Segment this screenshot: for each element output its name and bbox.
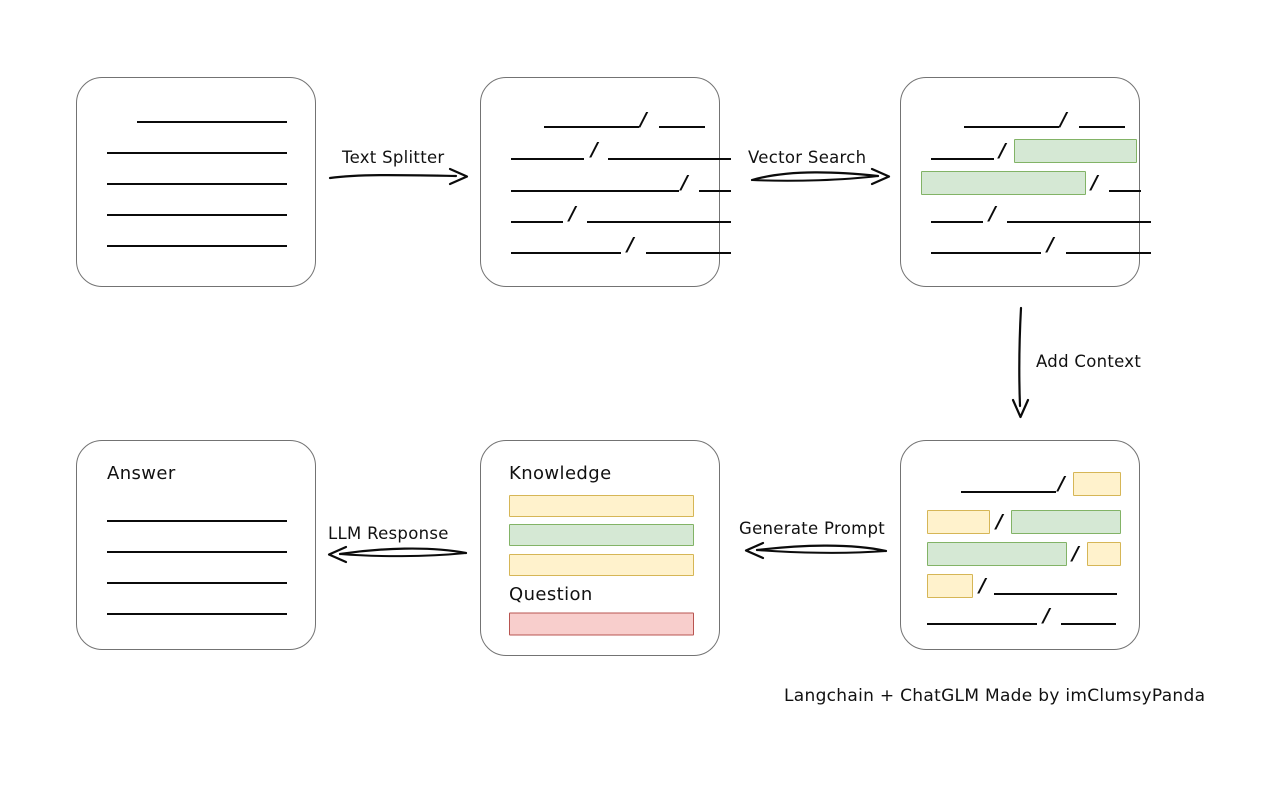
text-rule bbox=[931, 221, 983, 223]
text-rule bbox=[107, 152, 287, 154]
prompt-card[interactable]: Knowledge Question bbox=[480, 440, 720, 656]
knowledge-title: Knowledge bbox=[509, 463, 612, 484]
text-rule bbox=[1079, 126, 1125, 128]
text-rule bbox=[1109, 190, 1141, 192]
context-chunk-yellow[interactable] bbox=[927, 574, 973, 598]
knowledge-chip[interactable] bbox=[509, 524, 694, 546]
slash-separator: / bbox=[1058, 472, 1065, 495]
text-rule bbox=[107, 582, 287, 584]
slash-separator: / bbox=[996, 510, 1003, 533]
text-rule bbox=[699, 190, 731, 192]
slash-separator: / bbox=[1047, 233, 1054, 256]
slash-separator: / bbox=[999, 139, 1006, 162]
context-chunk-green[interactable] bbox=[927, 542, 1067, 566]
question-title: Question bbox=[509, 584, 593, 605]
edge-label-vector-search: Vector Search bbox=[748, 148, 867, 167]
answer-title: Answer bbox=[107, 463, 176, 484]
arrow-vector-search bbox=[750, 167, 891, 186]
text-rule bbox=[107, 520, 287, 522]
text-rule bbox=[107, 245, 287, 247]
slash-separator: / bbox=[989, 202, 996, 225]
text-rule bbox=[1007, 221, 1151, 223]
slash-separator: / bbox=[1091, 171, 1098, 194]
text-rule bbox=[994, 593, 1117, 595]
text-rule bbox=[511, 221, 563, 223]
arrow-text-splitter bbox=[328, 167, 469, 186]
edge-label-add-context: Add Context bbox=[1036, 352, 1142, 371]
text-rule bbox=[608, 158, 731, 160]
text-rule bbox=[107, 183, 287, 185]
knowledge-chip[interactable] bbox=[509, 495, 694, 517]
slash-separator: / bbox=[979, 574, 986, 597]
arrow-add-context bbox=[1011, 306, 1030, 419]
edge-label-generate-prompt: Generate Prompt bbox=[739, 519, 885, 538]
text-rule bbox=[511, 252, 621, 254]
text-rule bbox=[544, 126, 639, 128]
text-rule bbox=[107, 613, 287, 615]
text-rule bbox=[646, 252, 731, 254]
text-rule bbox=[107, 214, 287, 216]
text-rule bbox=[927, 623, 1037, 625]
slash-separator: / bbox=[591, 138, 598, 161]
text-rule bbox=[107, 551, 287, 553]
matched-chunk-highlight[interactable] bbox=[1014, 139, 1137, 163]
text-rule bbox=[511, 158, 584, 160]
context-document-card[interactable]: / / / / / bbox=[900, 440, 1140, 650]
context-chunk-green[interactable] bbox=[1011, 510, 1121, 534]
text-rule bbox=[659, 126, 705, 128]
answer-card[interactable]: Answer bbox=[76, 440, 316, 650]
context-chunk-yellow[interactable] bbox=[1073, 472, 1121, 496]
text-rule bbox=[1066, 252, 1151, 254]
text-rule bbox=[964, 126, 1059, 128]
text-rule bbox=[137, 121, 287, 123]
context-chunk-yellow[interactable] bbox=[927, 510, 990, 534]
arrow-llm-response bbox=[327, 545, 468, 564]
matched-chunk-highlight[interactable] bbox=[921, 171, 1086, 195]
question-chip[interactable] bbox=[509, 612, 694, 636]
slash-separator: / bbox=[640, 108, 647, 131]
slash-separator: / bbox=[1043, 604, 1050, 627]
text-rule bbox=[931, 158, 994, 160]
source-document-card[interactable] bbox=[76, 77, 316, 287]
knowledge-chip[interactable] bbox=[509, 554, 694, 576]
slash-separator: / bbox=[1072, 542, 1079, 565]
text-rule bbox=[1061, 623, 1116, 625]
diagram-caption: Langchain + ChatGLM Made by imClumsyPand… bbox=[784, 686, 1206, 706]
slash-separator: / bbox=[627, 233, 634, 256]
split-chunks-card[interactable]: / / / / / bbox=[480, 77, 731, 287]
text-rule bbox=[931, 252, 1041, 254]
context-chunk-yellow[interactable] bbox=[1087, 542, 1121, 566]
text-rule bbox=[587, 221, 731, 223]
edge-label-llm-response: LLM Response bbox=[328, 524, 449, 543]
slash-separator: / bbox=[569, 202, 576, 225]
matched-chunks-card[interactable]: / / / / / bbox=[900, 77, 1151, 287]
arrow-generate-prompt bbox=[744, 541, 888, 560]
text-rule bbox=[511, 190, 679, 192]
slash-separator: / bbox=[1060, 108, 1067, 131]
edge-label-text-splitter: Text Splitter bbox=[342, 148, 445, 167]
text-rule bbox=[961, 491, 1056, 493]
slash-separator: / bbox=[681, 171, 688, 194]
